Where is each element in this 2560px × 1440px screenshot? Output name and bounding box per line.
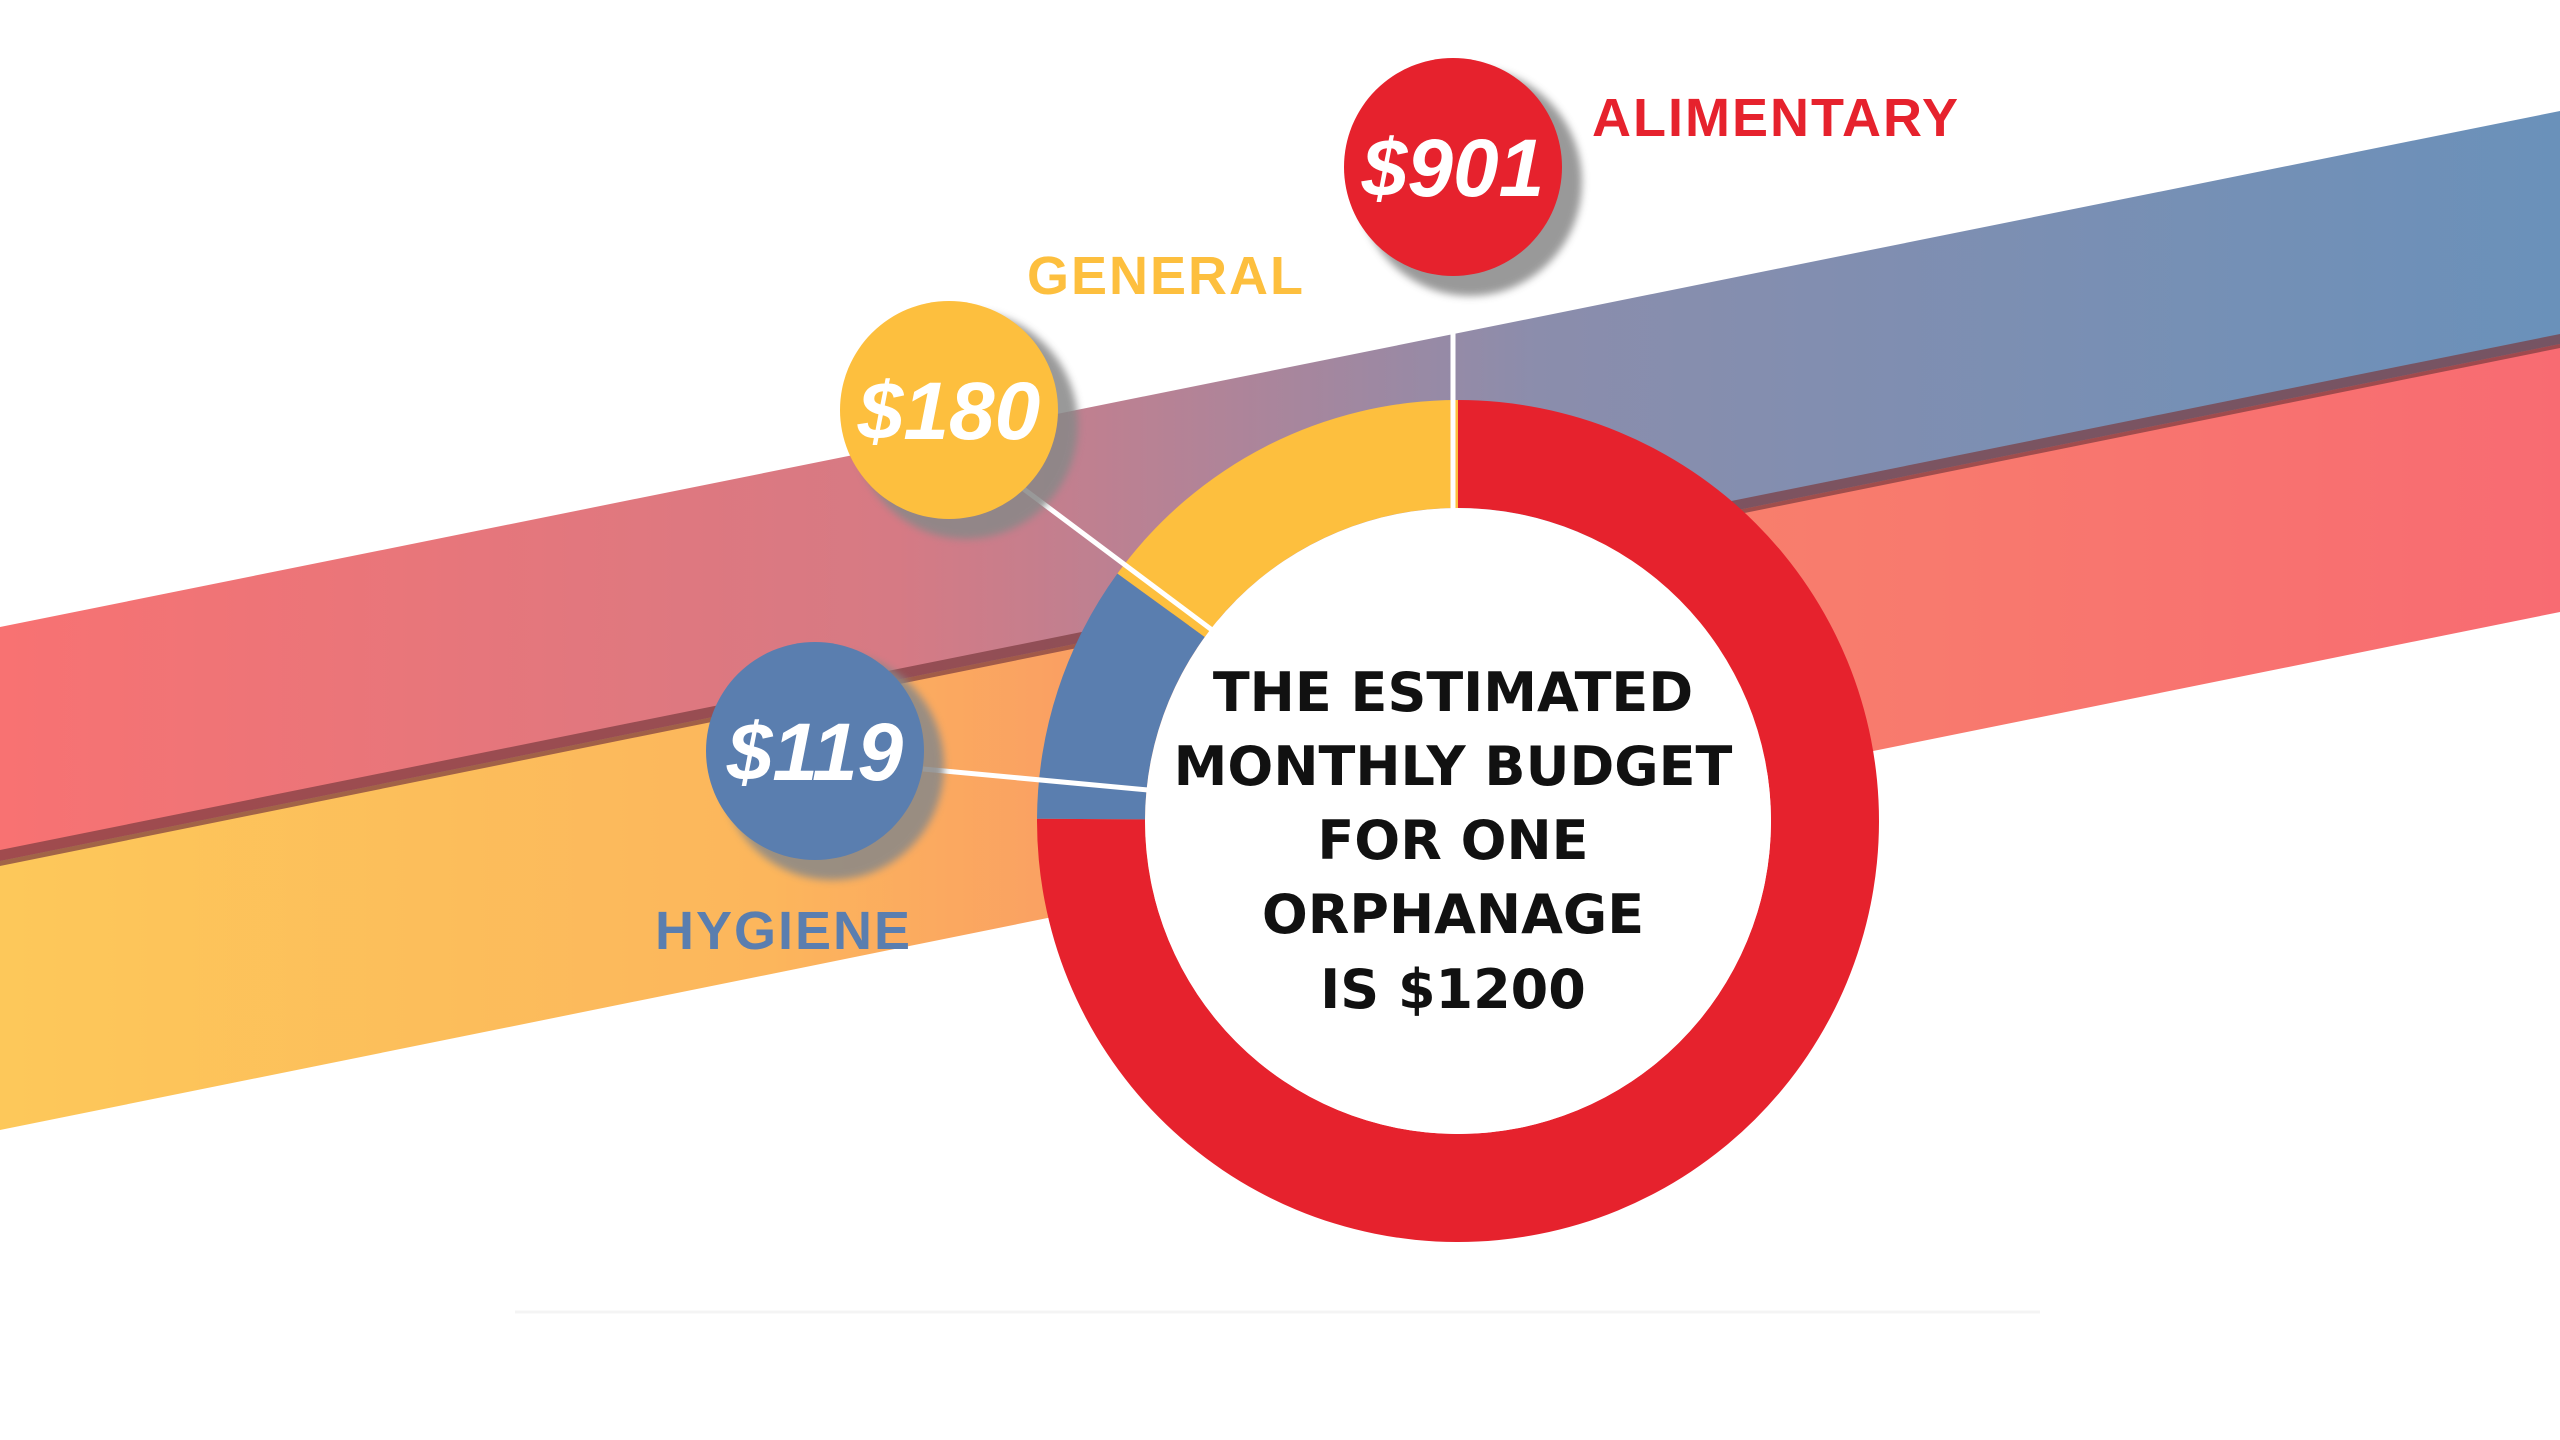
value-label-hygiene: $119 xyxy=(726,707,904,798)
leader-line-hygiene xyxy=(922,766,1149,793)
donut-segment-general xyxy=(1117,400,1458,638)
value-label-alimentary: $901 xyxy=(1361,123,1544,214)
center-title: THE ESTIMATED MONTHLY BUDGET FOR ONE ORP… xyxy=(1174,661,1733,1021)
center-line-2: MONTHLY BUDGET xyxy=(1174,735,1733,798)
center-line-3: FOR ONE xyxy=(1317,809,1588,872)
center-line-1: THE ESTIMATED xyxy=(1213,661,1693,724)
category-label-alimentary: ALIMENTARY xyxy=(1592,88,1960,148)
donut-chart xyxy=(1036,400,1879,1242)
center-line-4: ORPHANAGE xyxy=(1262,883,1644,946)
donut-hole xyxy=(1145,508,1771,1134)
bubble-general: $180 xyxy=(840,301,1078,539)
center-line-5: IS $1200 xyxy=(1320,958,1586,1021)
value-label-general: $180 xyxy=(857,366,1040,457)
leader-line-general xyxy=(1019,484,1214,633)
category-label-hygiene: HYGIENE xyxy=(655,901,912,961)
donut-segment-hygiene xyxy=(1037,573,1205,820)
bubble-alimentary: $901 xyxy=(1344,58,1582,296)
category-label-general: GENERAL xyxy=(1027,246,1305,306)
bubble-hygiene: $119 xyxy=(706,642,944,880)
